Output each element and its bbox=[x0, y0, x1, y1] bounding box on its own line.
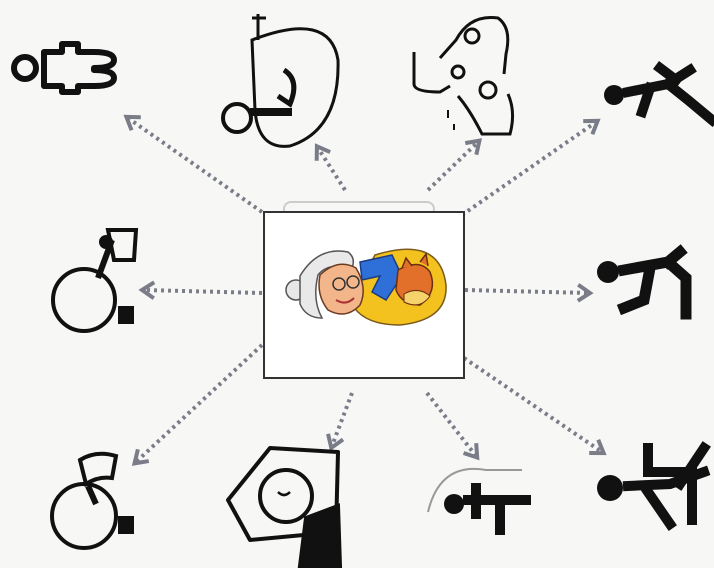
arrow-to-sitting bbox=[464, 358, 602, 452]
center-card bbox=[264, 202, 464, 378]
toilet-person-icon bbox=[14, 44, 114, 92]
person-falling-icon bbox=[604, 68, 712, 120]
arrow-to-running bbox=[465, 290, 588, 293]
arrow-to-sleeping bbox=[332, 393, 352, 446]
arrow-to-drinking bbox=[144, 290, 262, 293]
person-eating-icon bbox=[52, 454, 132, 548]
person-sleeping-icon bbox=[228, 448, 340, 566]
arrow-to-bath bbox=[318, 148, 345, 190]
arrow-to-lying bbox=[427, 393, 476, 456]
washing-hands-icon bbox=[414, 17, 513, 134]
arrow-to-handwash bbox=[428, 142, 478, 190]
person-sitting-icon bbox=[597, 448, 704, 524]
person-running-icon bbox=[597, 252, 686, 314]
arrow-to-fall bbox=[462, 122, 596, 215]
person-drinking-icon bbox=[53, 230, 136, 331]
arrow-to-eating bbox=[136, 345, 262, 462]
bathtub-person-icon bbox=[223, 14, 338, 146]
person-lying-on-bed-icon bbox=[428, 469, 526, 530]
